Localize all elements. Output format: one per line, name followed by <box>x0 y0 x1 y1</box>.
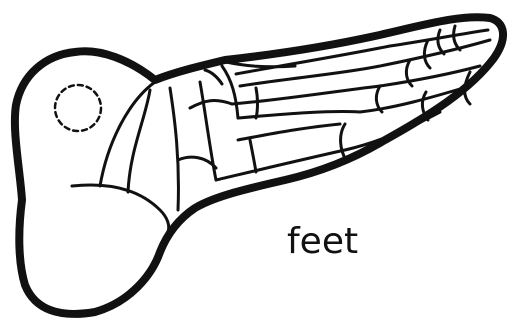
phalange-joint-6 <box>454 26 460 50</box>
metatarsal-lower-2 <box>238 124 340 140</box>
tarsal-small-1 <box>205 70 222 84</box>
heel-bone-line <box>100 82 155 186</box>
phalange-joint-1 <box>341 124 346 160</box>
tarsal-cross-line-2 <box>190 101 232 108</box>
calcaneus-edge <box>72 185 169 232</box>
cuboid-line <box>170 88 178 210</box>
metatarsal-3 <box>240 40 490 86</box>
diagram-label: feet <box>287 224 358 260</box>
foot-outline <box>15 17 503 314</box>
tarsal-cross-line <box>178 157 216 168</box>
tarsal-small-3 <box>250 140 256 172</box>
heel-dashed-circle <box>55 85 101 131</box>
tarsal-small-2 <box>256 88 258 118</box>
phalange-joint-5 <box>438 30 444 54</box>
metatarsal-1 <box>232 66 480 104</box>
